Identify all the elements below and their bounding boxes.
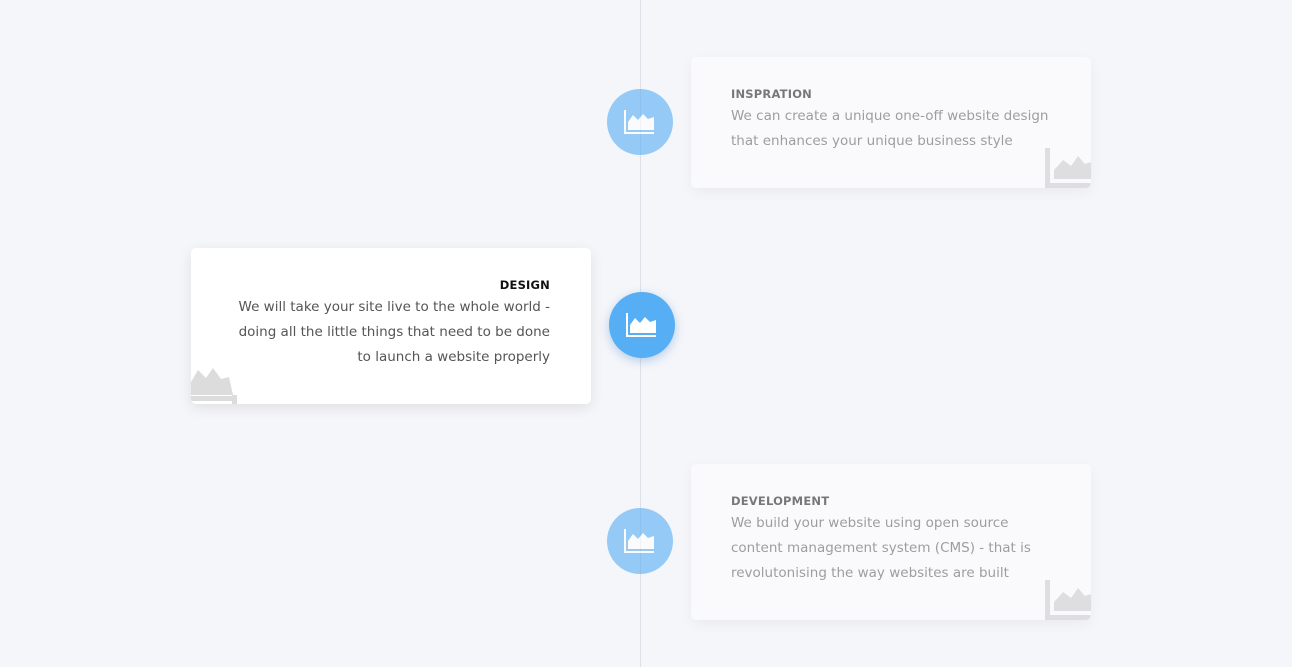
card-title: DEVELOPMENT — [731, 494, 830, 508]
timeline-marker-inspiration[interactable] — [607, 89, 673, 155]
card-title: INSPRATION — [731, 87, 813, 101]
area-chart-icon — [1045, 580, 1091, 620]
timeline-card-development[interactable]: DEVELOPMENT We build your website using … — [691, 464, 1091, 620]
timeline-card-design[interactable]: DESIGN We will take your site live to th… — [191, 248, 591, 404]
area-chart-icon — [1045, 148, 1091, 188]
timeline-card-inspiration[interactable]: INSPRATION We can create a unique one-of… — [691, 57, 1091, 188]
timeline-marker-design[interactable] — [609, 292, 675, 358]
card-description: We build your website using open source … — [731, 515, 1031, 581]
area-chart-icon — [626, 313, 656, 337]
card-description: We will take your site live to the whole… — [238, 299, 550, 365]
area-chart-icon — [624, 529, 654, 553]
card-title: DESIGN — [499, 278, 550, 292]
timeline-marker-development[interactable] — [607, 508, 673, 574]
card-description: We can create a unique one-off website d… — [731, 108, 1049, 149]
area-chart-icon — [624, 110, 654, 134]
area-chart-icon — [191, 368, 237, 404]
